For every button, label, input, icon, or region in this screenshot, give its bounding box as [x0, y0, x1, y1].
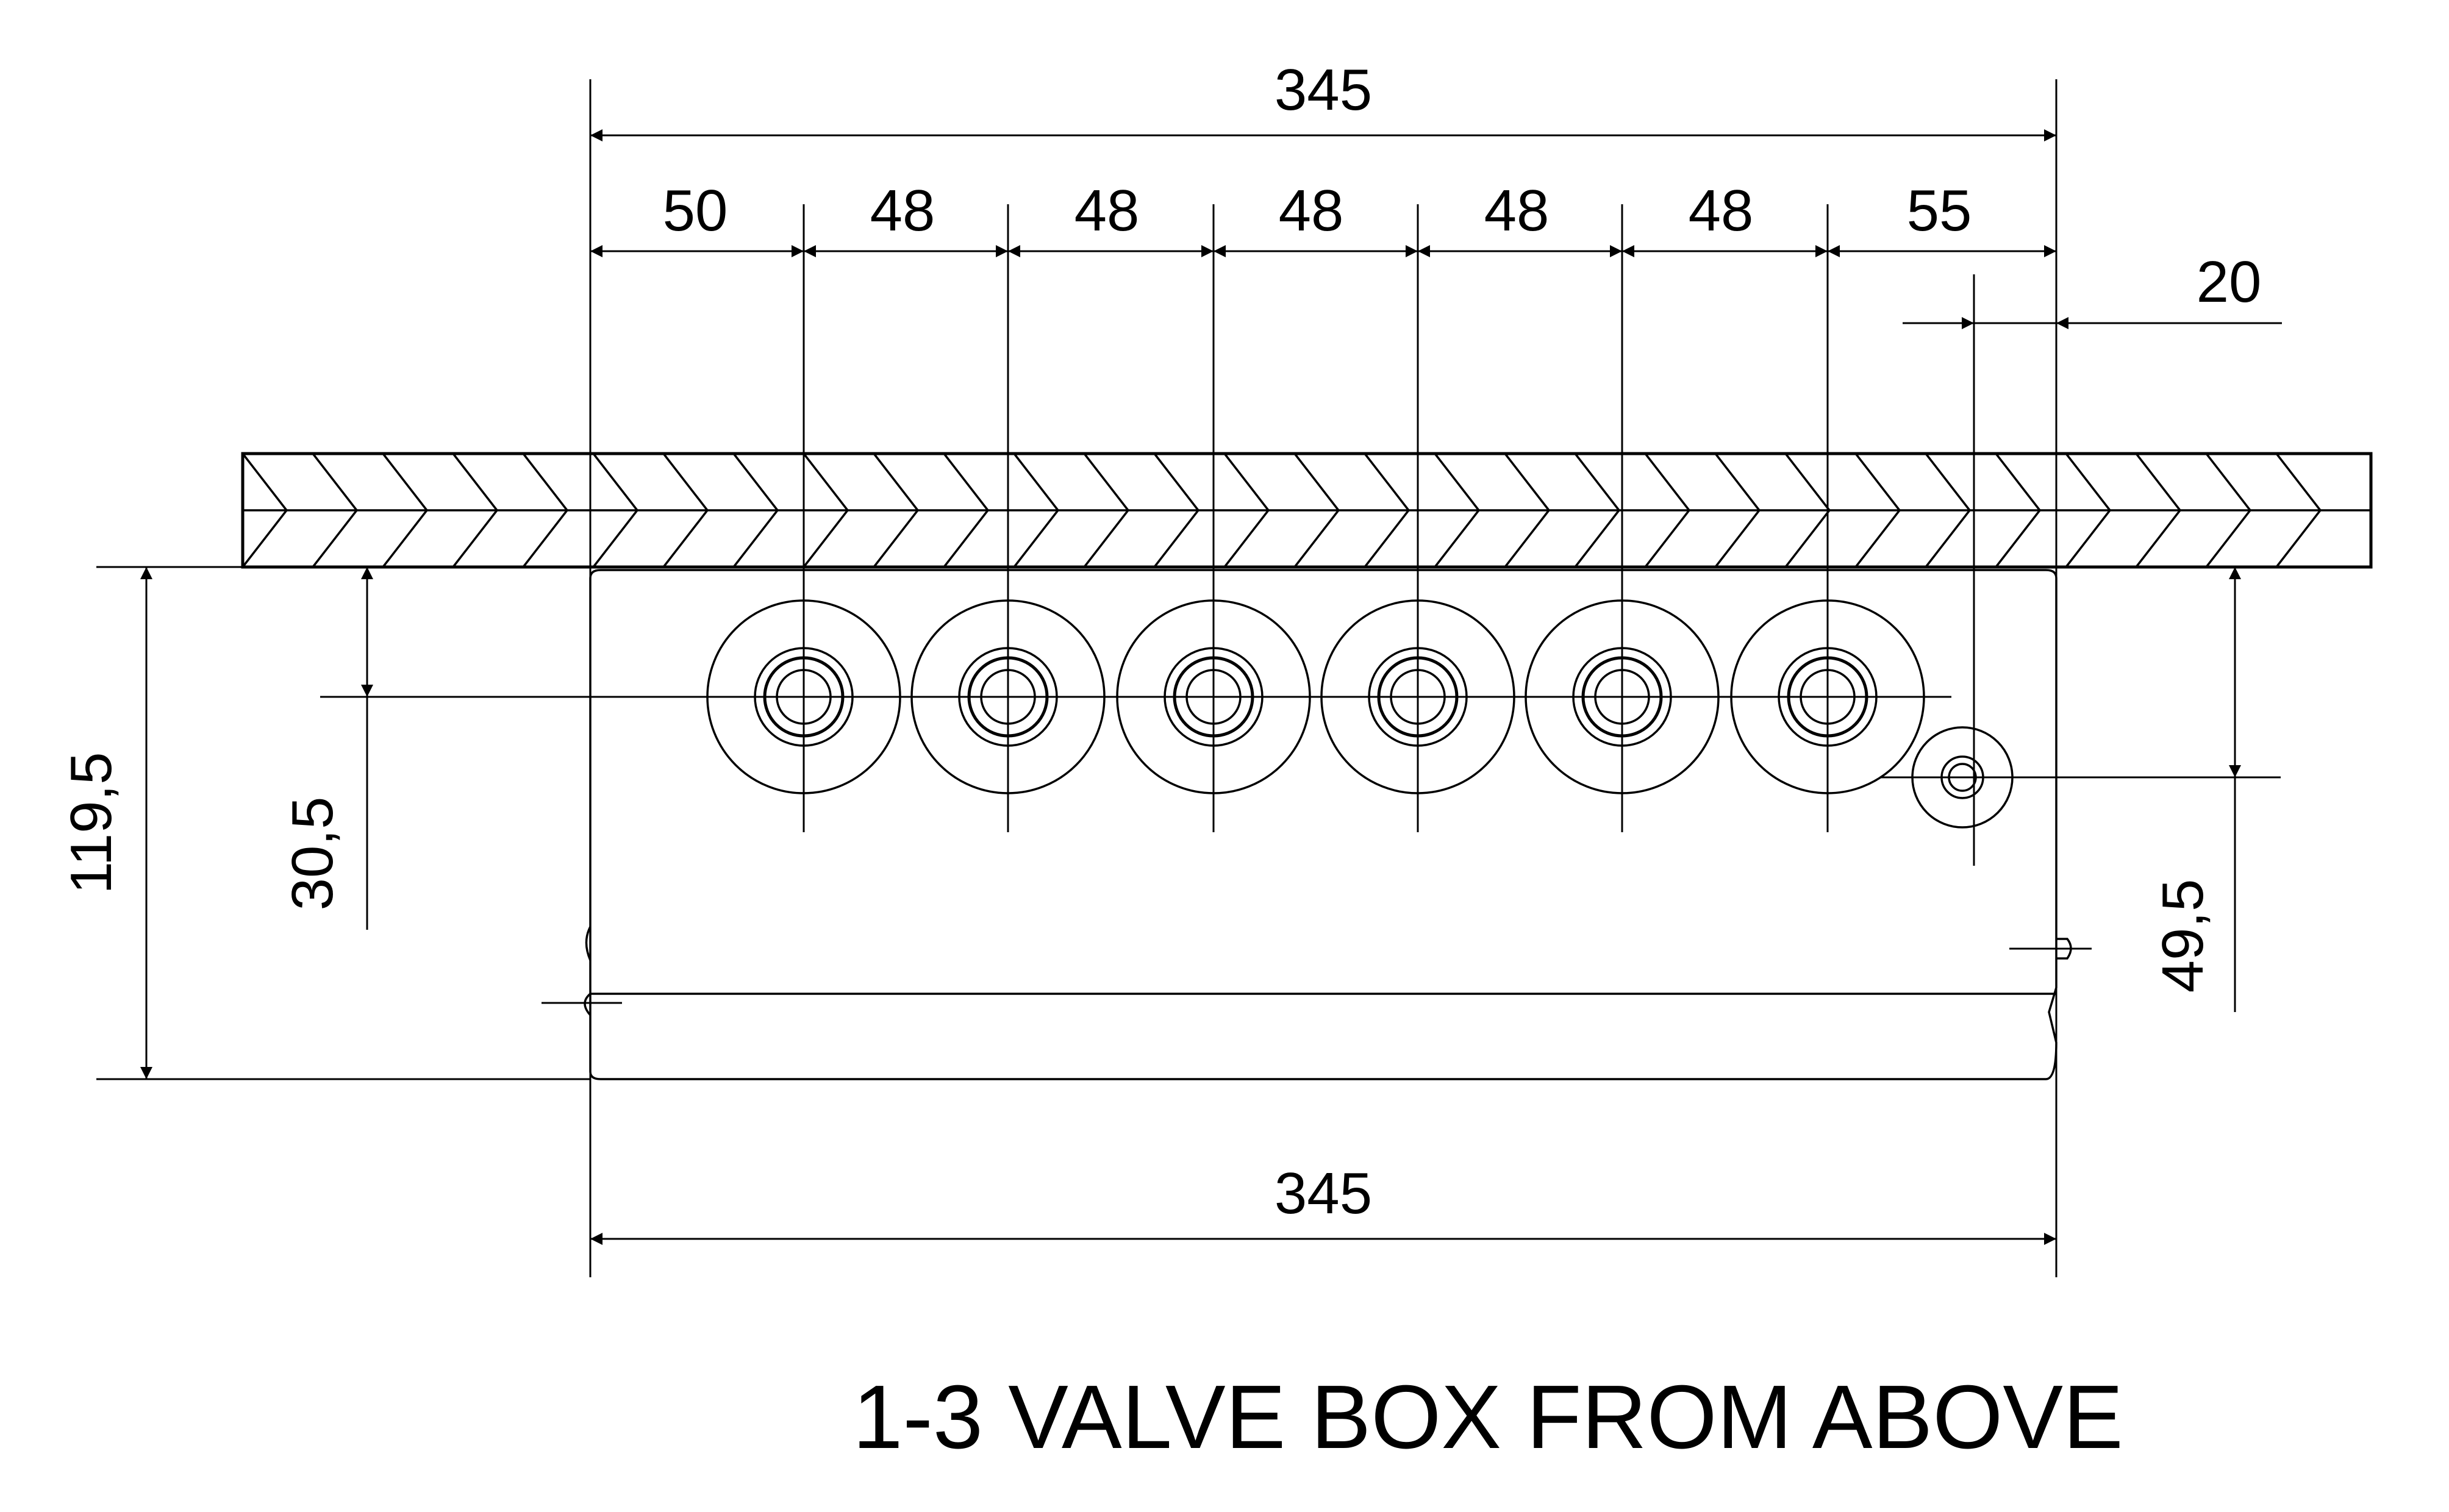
wall-chevron-27 — [2135, 452, 2182, 568]
wall-chevron-1 — [312, 452, 359, 568]
wall-chevron-13 — [1153, 452, 1200, 568]
valve-box-body — [542, 569, 2092, 1080]
wall-chevron-22 — [1784, 452, 1831, 568]
dim-overall-bottom: 345 — [1275, 1161, 1372, 1226]
wall-chevron-14 — [1223, 452, 1270, 568]
wall-chevron-3 — [452, 452, 499, 568]
dim-spacing-labels: 50 48 48 48 48 48 55 — [663, 178, 1972, 243]
wall-chevron-16 — [1364, 452, 1410, 568]
wall-chevron-7 — [732, 452, 779, 568]
wall-chevron-17 — [1434, 452, 1481, 568]
wall-hatching — [241, 452, 2322, 568]
drawing-title: 1-3 VALVE BOX FROM ABOVE — [853, 1367, 2123, 1467]
wall-chevron-2 — [382, 452, 429, 568]
dim-offset-right: 20 — [2197, 249, 2262, 315]
dim-spacing-5: 48 — [1484, 178, 1550, 243]
wall-chevron-23 — [1854, 452, 1901, 568]
dim-spacing-4: 48 — [1279, 178, 1344, 243]
wall-chevron-8 — [803, 452, 849, 568]
wall-chevron-19 — [1574, 452, 1621, 568]
dim-port-offset: 30,5 — [280, 797, 345, 911]
wall-chevron-15 — [1293, 452, 1340, 568]
wall-chevron-18 — [1504, 452, 1551, 568]
dim-spacing-7: 55 — [1907, 178, 1972, 243]
wall-chevron-11 — [1013, 452, 1060, 568]
dim-overall-top: 345 — [1275, 57, 1372, 123]
dimension-lines — [140, 129, 2282, 1245]
dim-depth-total: 119,5 — [59, 752, 124, 894]
dim-spacing-6: 48 — [1689, 178, 1754, 243]
box-outline — [589, 569, 2058, 1080]
wall-chevron-4 — [522, 452, 569, 568]
wall-chevron-29 — [2275, 452, 2322, 568]
box-left-tab — [585, 926, 592, 961]
wall-chevron-24 — [1925, 452, 1972, 568]
dim-spacing-2: 48 — [870, 178, 935, 243]
wall-chevron-21 — [1714, 452, 1761, 568]
dim-small-port-offset: 49,5 — [2150, 879, 2215, 993]
wall-chevron-6 — [662, 452, 709, 568]
construction-lines — [96, 79, 2281, 1277]
wall-chevron-20 — [1644, 452, 1691, 568]
wall-chevron-10 — [943, 452, 990, 568]
wall-chevron-9 — [873, 452, 920, 568]
port-extension-lines — [803, 204, 1829, 832]
wall-chevron-12 — [1083, 452, 1130, 568]
wall-chevron-5 — [592, 452, 639, 568]
dim-spacing-3: 48 — [1074, 178, 1140, 243]
wall-chevron-0 — [241, 452, 288, 568]
wall-chevron-26 — [2065, 452, 2112, 568]
dim-spacing-1: 50 — [663, 178, 728, 243]
wall-chevron-28 — [2205, 452, 2252, 568]
wall-section — [241, 452, 2373, 569]
wall-chevron-25 — [1995, 452, 2042, 568]
